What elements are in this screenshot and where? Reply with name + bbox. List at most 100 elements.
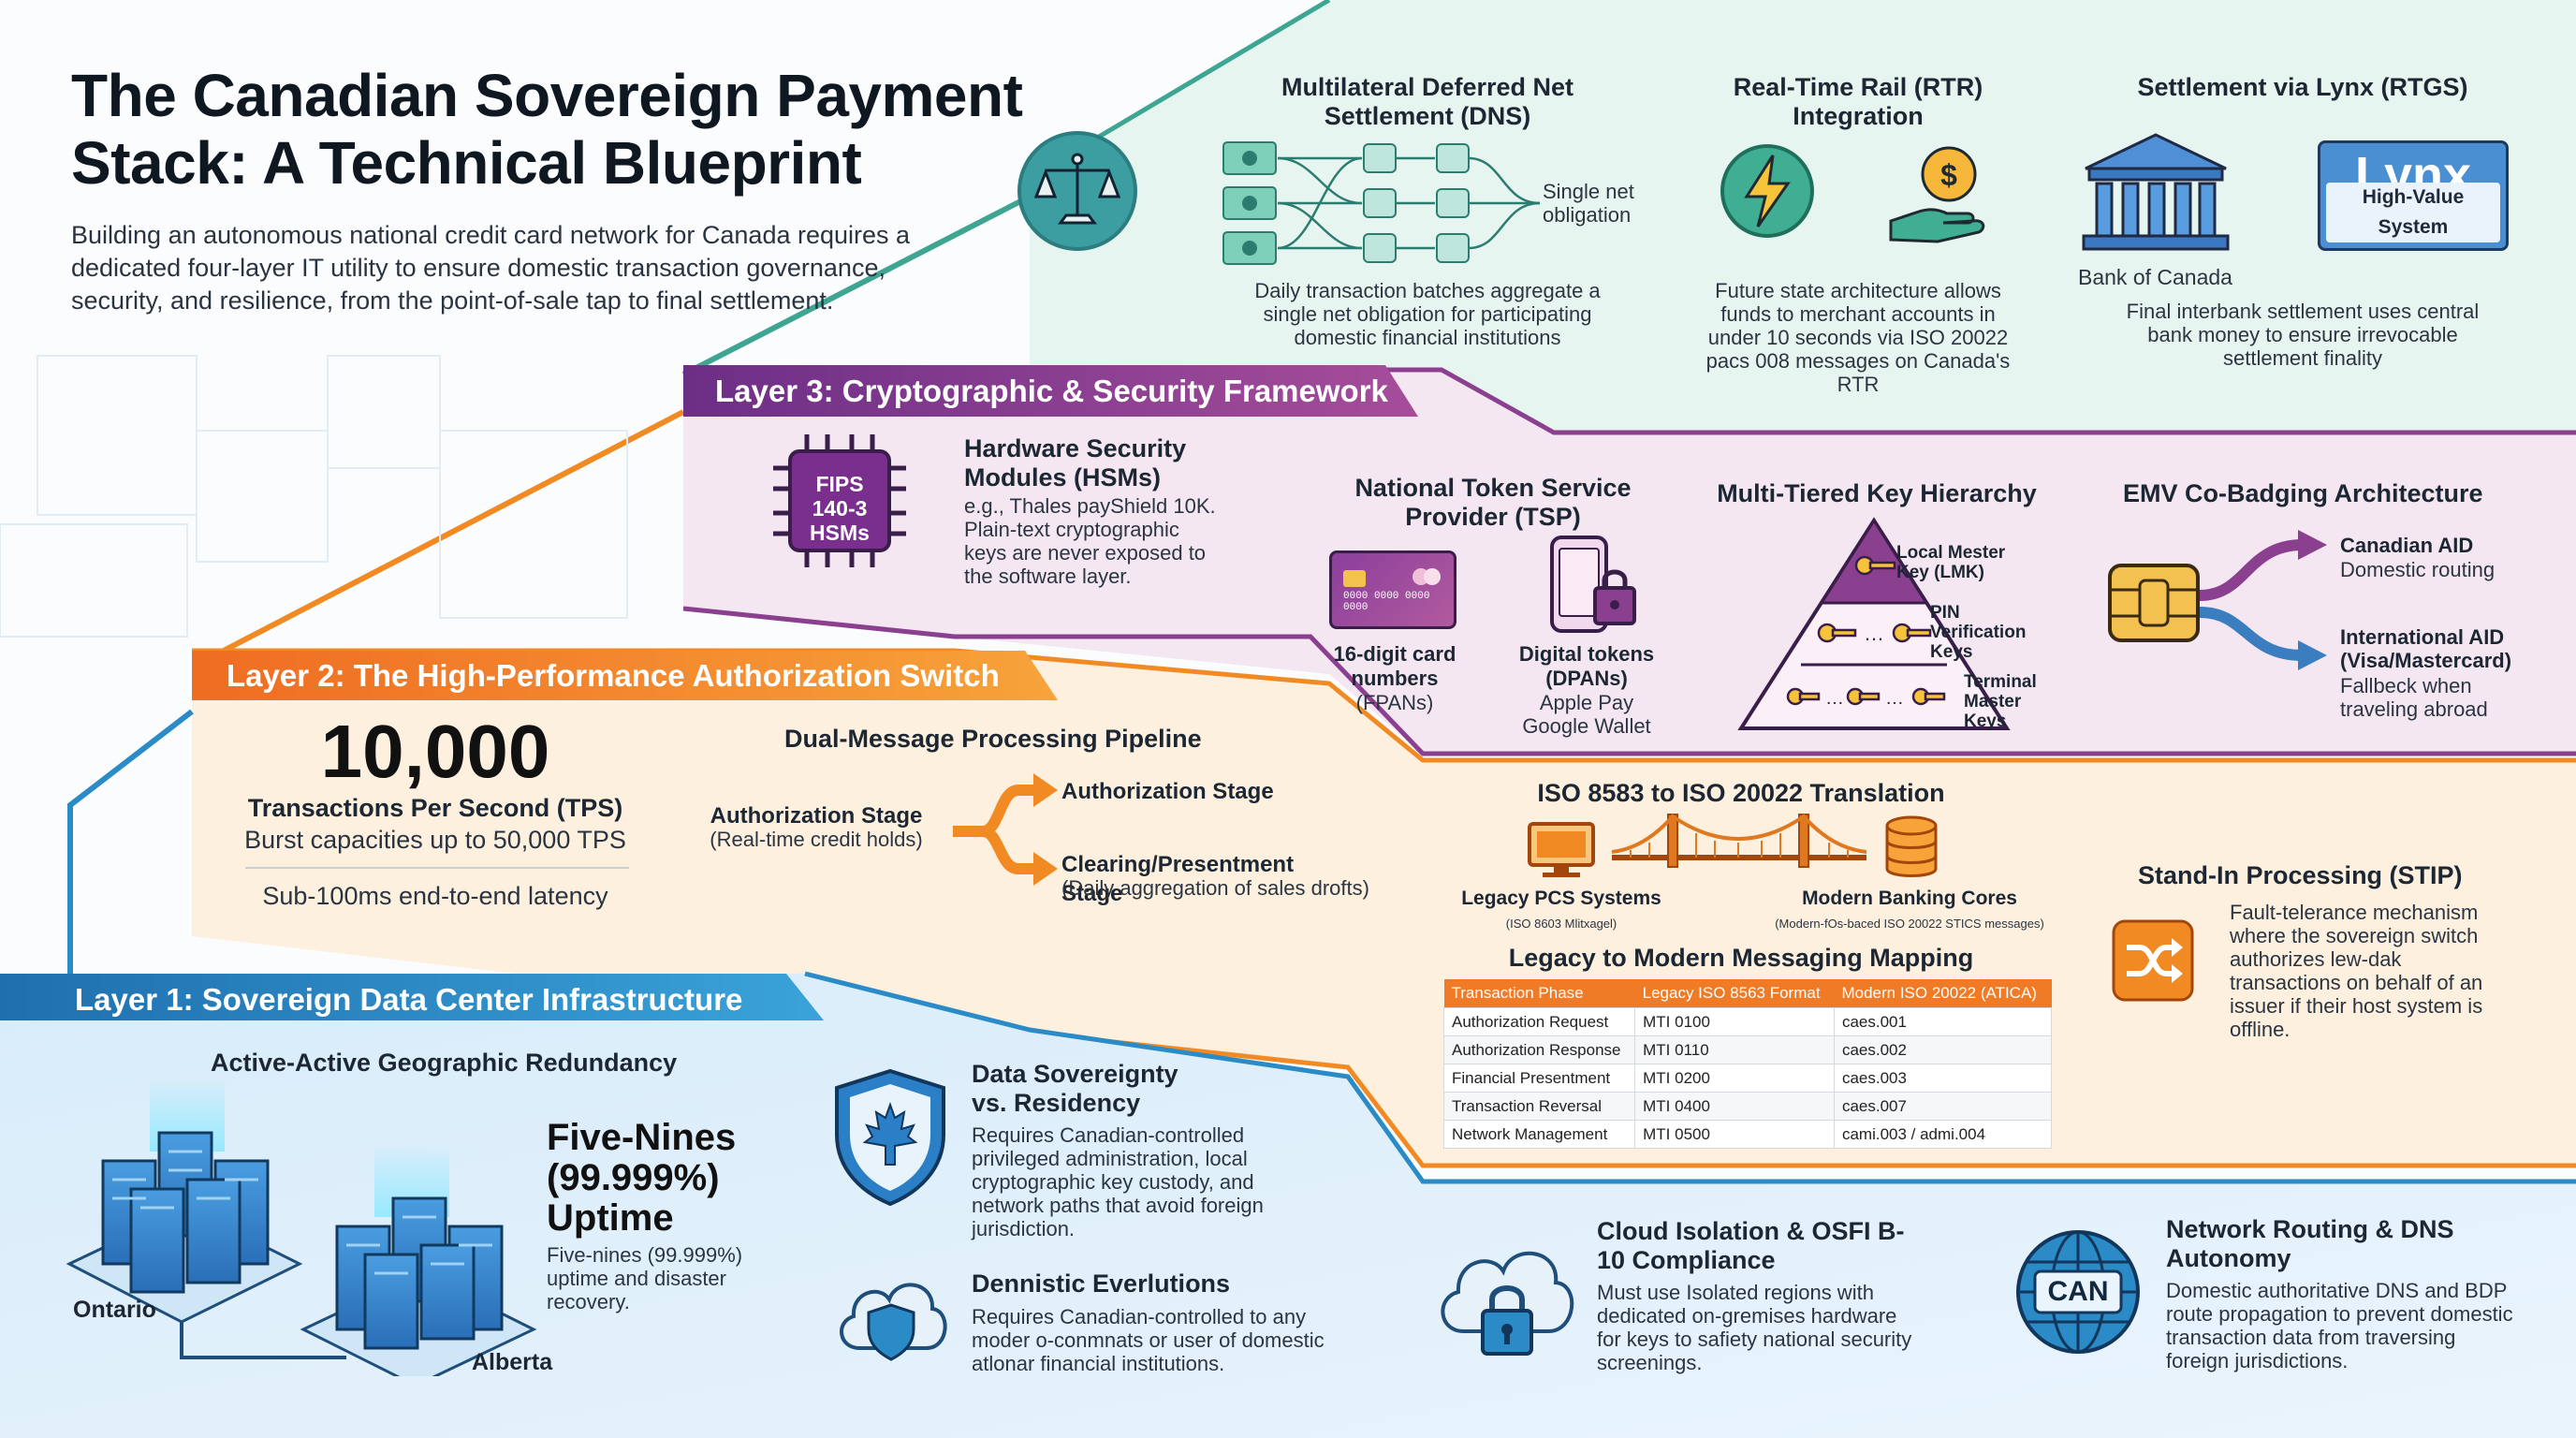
col-header-modern: Modern ISO 20022 (ATICA) (1834, 979, 2052, 1008)
tsp-title: National Token Service Provider (TSP) (1354, 474, 1632, 531)
server-racks-diagram (66, 1077, 537, 1376)
legacy-systems-label: Legacy PCS Systems (1461, 888, 1661, 909)
lynx-description: Final interbank settlement uses central … (2126, 300, 2480, 370)
digital-tokens-label: Digital tokens (DPANs) (1518, 642, 1655, 690)
table-cell: Authorization Response (1442, 1035, 1636, 1064)
dns-routing-title: Network Routing & DNS Autonomy (2166, 1215, 2454, 1272)
tmk-label: Terminal Master Keys (1964, 672, 2037, 731)
uptime-title: Five-Nines (99.999%) Uptime (547, 1117, 737, 1239)
pipeline-input-sub: (Real-time credit holds) (710, 828, 923, 851)
page-title: The Canadian Sovereign Payment Stack: A … (71, 62, 1023, 197)
rtr-description: Future state architecture allows funds t… (1705, 279, 2011, 396)
pipeline-input-title: Authorization Stage (710, 803, 923, 829)
monitor-icon (1526, 820, 1597, 880)
col-header-legacy: Legacy ISO 8563 Format (1634, 979, 1835, 1008)
iso-translation-title: ISO 8583 to ISO 20022 Translation (1537, 779, 1945, 807)
rtr-title: Real-Time Rail (RTR) Integration (1733, 73, 1983, 130)
sovereignty-description: Requires Canadian-controlled privileged … (972, 1123, 1264, 1240)
intro-paragraph: Building an autonomous national credit c… (71, 221, 911, 315)
database-icon (1883, 814, 1939, 880)
key-hierarchy-title: Multi-Tiered Key Hierarchy (1717, 479, 2037, 507)
table-cell: MTI 0110 (1634, 1035, 1835, 1064)
dns-side-label: Single net obligation (1543, 180, 1634, 227)
layer2-label: Layer 2: The High-Performance Authorizat… (227, 658, 1000, 693)
lynx-title: Settlement via Lynx (RTGS) (2137, 73, 2468, 101)
cloud-lock-icon (1432, 1226, 1582, 1367)
mapping-table-header: Transaction Phase Legacy ISO 8563 Format… (1443, 979, 2052, 1008)
emv-chip-routing-diagram (2108, 530, 2327, 670)
card-numbers-label: 16-digit card numbers (1333, 642, 1456, 690)
evolutions-description: Requires Canadian-controlled to any mode… (972, 1305, 1325, 1375)
tps-divider (245, 867, 629, 869)
pipeline-split-arrow (953, 773, 1058, 886)
table-cell: MTI 0500 (1634, 1120, 1835, 1149)
hsm-description: e.g., Thales payShield 10K. Plain-text c… (964, 494, 1216, 588)
table-cell: Transaction Reversal (1442, 1092, 1636, 1121)
modern-cores-label: Modern Banking Cores (1802, 888, 2017, 909)
site-alberta: Alberta (472, 1349, 553, 1375)
burst-capacity: Burst capacities up to 50,000 TPS (244, 826, 626, 854)
modern-cores-sub: (Modern-fOs-baced ISO 20022 STICS messag… (1775, 917, 2044, 931)
sovereignty-title: Data Sovereignty vs. Residency (972, 1060, 1178, 1117)
stip-description: Fault-telerance mechanism where the sove… (2230, 901, 2483, 1041)
svg-text:…: … (1864, 622, 1884, 645)
evolutions-title: Dennistic Everlutions (972, 1269, 1231, 1298)
cloud-isolation-description: Must use Isolated regions with dedicated… (1597, 1281, 1912, 1374)
mapping-table: Transaction Phase Legacy ISO 8563 Format… (1442, 979, 2053, 1149)
key-pyramid-diagram: … … … (1737, 517, 2011, 730)
svg-text:…: … (1825, 688, 1844, 709)
table-cell: cami.003 / admi.004 (1833, 1120, 2053, 1149)
uptime-description: Five-nines (99.999%) uptime and disaster… (547, 1243, 743, 1313)
col-header-phase: Transaction Phase (1443, 979, 1635, 1008)
emv-title: EMV Co-Badging Architecture (2123, 479, 2483, 507)
dns-title: Multilateral Deferred Net Settlement (DN… (1281, 73, 1574, 130)
latency-label: Sub-100ms end-to-end latency (262, 882, 608, 910)
layer1-label: Layer 1: Sovereign Data Center Infrastru… (75, 982, 743, 1017)
canadian-aid-label: Canadian AID (2340, 534, 2474, 557)
pipeline-title: Dual-Message Processing Pipeline (784, 725, 1202, 753)
table-cell: MTI 0100 (1634, 1007, 1835, 1036)
maple-shield-icon (831, 1067, 949, 1208)
card-numbers-sub: (FPANs) (1355, 691, 1434, 714)
bank-building-icon (2076, 131, 2235, 253)
shuffle-icon (2112, 919, 2194, 1002)
table-cell: MTI 0400 (1634, 1092, 1835, 1121)
intl-aid-sub: Fallbeck when traveling abroad (2340, 674, 2488, 721)
lmk-label: Local Mester Key (LMK) (1896, 543, 2006, 582)
stip-title: Stand-In Processing (STIP) (2138, 861, 2463, 889)
table-cell: Financial Presentment (1442, 1064, 1636, 1093)
pipeline-output-clearing-sub: (Daily aggregation of sales drofts) (1061, 876, 1369, 900)
bridge-icon (1611, 811, 1867, 869)
cloud-isolation-title: Cloud Isolation & OSFI B-10 Compliance (1597, 1217, 1905, 1274)
redundancy-title: Active-Active Geographic Redundancy (211, 1049, 678, 1077)
hsm-chip-icon: FIPS 140-3 HSMs (769, 431, 910, 571)
tps-value: 10,000 (320, 710, 550, 793)
dns-netting-diagram (1222, 141, 1541, 265)
lynx-logo: Lynx High-Value System (2318, 140, 2509, 251)
dns-description: Daily transaction batches aggregate a si… (1254, 279, 1601, 349)
digital-tokens-sub: Apple Pay Google Wallet (1522, 691, 1651, 738)
layer3-label: Layer 3: Cryptographic & Security Framew… (715, 374, 1388, 408)
hsm-title: Hardware Security Modules (HSMs) (964, 434, 1187, 492)
phone-lock-icon (1546, 534, 1640, 637)
coin-hand-icon: $ (1881, 139, 1994, 251)
site-ontario: Ontario (73, 1297, 156, 1323)
tps-label: Transactions Per Second (TPS) (247, 794, 623, 822)
table-cell: MTI 0200 (1634, 1064, 1835, 1093)
globe-icon: CAN (2012, 1226, 2144, 1357)
table-cell: caes.007 (1833, 1092, 2053, 1121)
table-cell: caes.001 (1833, 1007, 2053, 1036)
hsm-chip-text: FIPS 140-3 HSMs (810, 472, 870, 545)
legacy-systems-sub: (ISO 8603 Mlitxagel) (1505, 917, 1617, 931)
canadian-aid-sub: Domestic routing (2340, 558, 2496, 581)
lightning-icon (1719, 142, 1816, 240)
table-cell: Authorization Request (1442, 1007, 1636, 1036)
credit-card-icon: 0000 0000 0000 0000 (1329, 550, 1456, 629)
lynx-logo-subtitle: High-Value System (2326, 183, 2500, 242)
